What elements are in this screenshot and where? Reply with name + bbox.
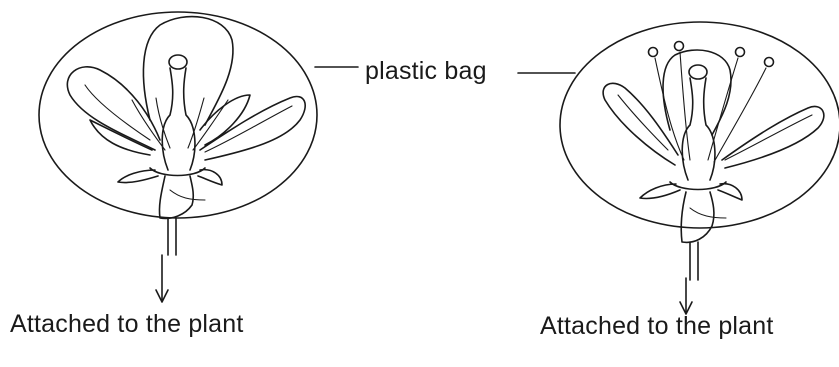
right-flower-setup xyxy=(560,22,839,314)
left-flower xyxy=(67,17,305,255)
right-attached-label: Attached to the plant xyxy=(540,312,774,341)
right-flower xyxy=(603,42,824,281)
left-flower-setup xyxy=(39,12,317,302)
plastic-bag-label: plastic bag xyxy=(365,57,487,86)
left-attached-label: Attached to the plant xyxy=(10,310,244,339)
left-arrow xyxy=(156,255,168,302)
right-plastic-bag xyxy=(560,22,839,228)
right-arrow xyxy=(680,278,692,314)
